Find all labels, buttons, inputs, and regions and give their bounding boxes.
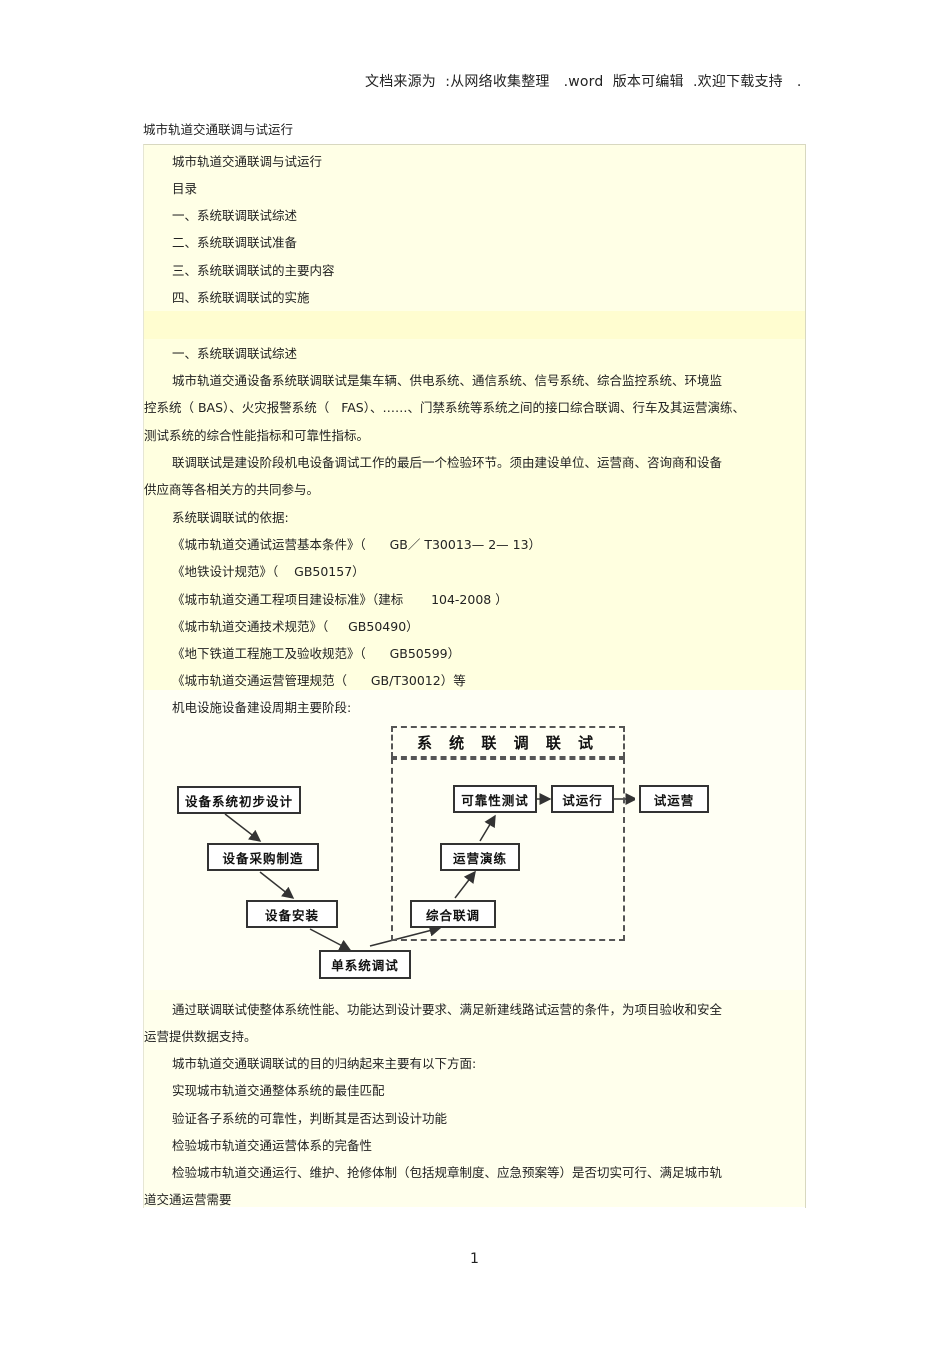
toc-item-4: 四、系统联调联试的实施 [172,290,310,305]
group-frame-joint-debugging [391,758,625,941]
purpose-item: 验证各子系统的可靠性，判断其是否达到设计功能 [172,1111,448,1126]
toc-band [143,145,805,311]
box-integrated-debug: 综合联调 [410,900,496,928]
paragraph-line: 城市轨道交通设备系统联调联试是集车辆、供电系统、通信系统、信号系统、综合监控系统… [172,373,723,388]
reference-item: 《地铁设计规范》（ GB50157） [172,564,365,579]
spacer-band [143,311,805,339]
reference-item: 《城市轨道交通运营管理规范（ GB/T30012）等 [172,673,466,688]
page-number: 1 [470,1251,479,1267]
toc-item-3: 三、系统联调联试的主要内容 [172,263,335,278]
paragraph-line: 测试系统的综合性能指标和可靠性指标。 [144,428,370,443]
document-title: 城市轨道交通联调与试运行 [143,122,294,137]
purpose-item: 实现城市轨道交通整体系统的最佳匹配 [172,1083,385,1098]
box-single-system-debug: 单系统调试 [319,950,411,979]
paragraph-line: 控系统（ BAS）、火灾报警系统（ FAS）、……、门禁系统等系统之间的接口综合… [144,400,745,415]
toc-heading: 目录 [172,181,198,196]
construction-phase-diagram: 系 统 联 调 联 试 设备系统初步设计 设备采购制造 设备安装 单系统调试 综… [175,722,709,984]
paragraph-line: 运营提供数据支持。 [144,1029,257,1044]
content-frame [143,144,806,1208]
reference-item: 《地下铁道工程施工及验收规范》（ GB50599） [172,646,461,661]
box-operation-drill: 运营演练 [440,843,520,871]
diagram-connectors [224,793,635,951]
arrow-procurement-to-installation [259,871,295,899]
header-note: 文档来源为 :从网络收集整理 .word 版本可编辑 .欢迎下载支持 . [365,74,802,90]
box-procurement: 设备采购制造 [207,843,319,871]
purpose-item: 检验城市轨道交通运营体系的完备性 [172,1138,373,1153]
group-title-joint-debugging: 系 统 联 调 联 试 [391,726,625,758]
arrow-single-debug-to-integrated [369,924,442,947]
reference-item: 《城市轨道交通试运营基本条件》（ GB／ T30013— 2— 13） [172,537,542,552]
toc-item-1: 一、系统联调联试综述 [172,208,298,223]
section-heading: 一、系统联调联试综述 [172,346,298,361]
reference-item: 《城市轨道交通技术规范》（ GB50490） [172,619,419,634]
paragraph-line: 通过联调联试使整体系统性能、功能达到设计要求、满足新建线路试运营的条件，为项目验… [172,1002,723,1017]
arrow-design-to-procurement [224,813,262,842]
paragraph-line: 联调联试是建设阶段机电设备调试工作的最后一个检验环节。须由建设单位、运营商、咨询… [172,455,723,470]
box-trial-run: 试运行 [551,785,614,813]
reference-item: 《城市轨道交通工程项目建设标准》（建标 104-2008 ） [172,592,508,607]
box-initial-design: 设备系统初步设计 [177,786,301,814]
paragraph-line: 供应商等各相关方的共同参与。 [144,482,320,497]
purpose-item: 检验城市轨道交通运行、维护、抢修体制（包括规章制度、应急预案等）是否切实可行、满… [172,1165,723,1180]
inner-title: 城市轨道交通联调与试运行 [172,154,323,169]
arrow-drill-to-reliability [479,814,496,842]
box-reliability-test: 可靠性测试 [453,785,537,813]
toc-item-2: 二、系统联调联试准备 [172,235,298,250]
purpose-item-continued: 道交通运营需要 [144,1192,232,1207]
basis-heading: 系统联调联试的依据: [172,510,289,525]
purpose-heading: 城市轨道交通联调联试的目的归纳起来主要有以下方面: [172,1056,477,1071]
box-trial-operation: 试运营 [639,785,709,813]
arrow-installation-to-single-debug [309,928,352,951]
box-installation: 设备安装 [246,900,338,928]
purpose-band [143,990,805,1207]
section-band [143,339,805,690]
diagram-caption: 机电设施设备建设周期主要阶段: [172,700,352,715]
arrow-integrated-to-drill [454,870,476,899]
